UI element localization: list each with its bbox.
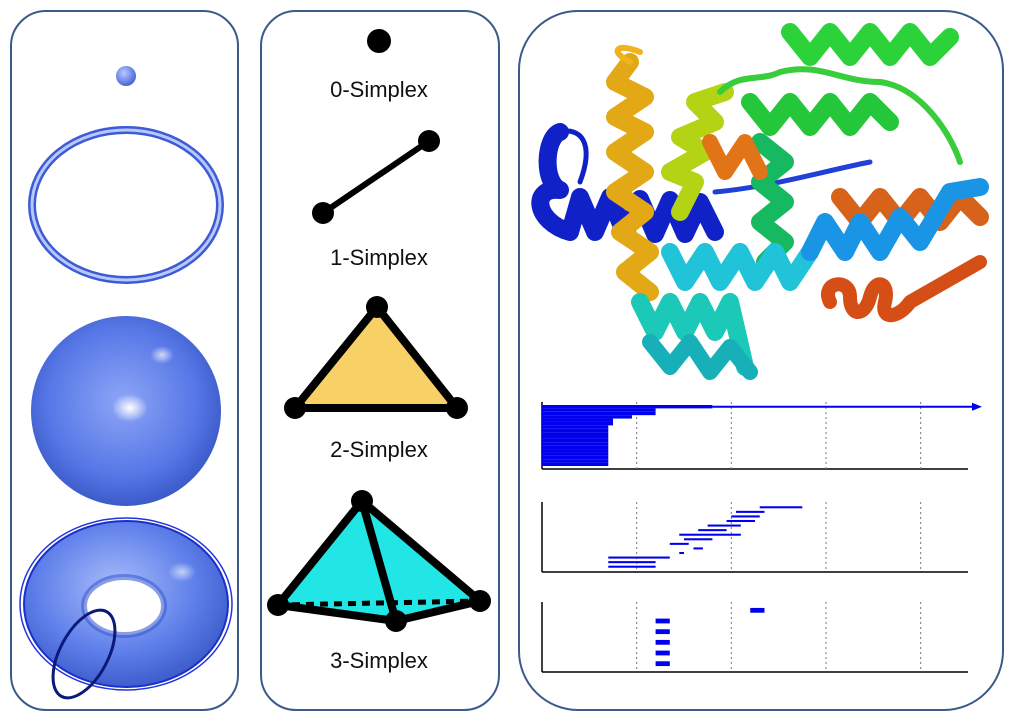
vertex-dot — [367, 29, 391, 53]
barcode-bar — [655, 639, 670, 645]
barcode-bar — [542, 462, 609, 466]
barcode-bar — [655, 618, 670, 624]
barcode-bar — [731, 515, 760, 518]
helix-yellowgreen — [661, 83, 734, 221]
barcode-bar — [542, 455, 609, 460]
shapes-panel — [10, 10, 239, 711]
barcode-bar — [608, 561, 656, 564]
protein-panel — [518, 10, 1004, 711]
barcode-bar — [750, 607, 765, 613]
barcode-bar — [542, 435, 609, 439]
loop-blue — [557, 128, 589, 185]
barcode-bar — [693, 547, 703, 550]
barcode-bar — [759, 506, 803, 509]
edge-simplex — [312, 130, 440, 224]
barcode-bar — [679, 533, 741, 536]
barcode-bar — [542, 405, 713, 409]
helix-orange — [702, 134, 768, 180]
point-shape — [116, 66, 136, 86]
simplex-0-label: 0-Simplex — [330, 77, 428, 102]
barcode-bar — [542, 442, 609, 446]
helix-gold — [606, 53, 659, 301]
barcode-bar — [707, 524, 741, 527]
torus-shape — [19, 517, 233, 700]
sphere-shape — [31, 316, 221, 506]
barcode-bar — [608, 556, 670, 559]
loop-gold — [614, 44, 643, 65]
barcode-bar — [679, 551, 684, 555]
tetrahedron-simplex — [267, 490, 491, 632]
barcode-bar — [542, 449, 609, 453]
barcode-bar — [542, 418, 613, 422]
barcode-bar — [542, 425, 609, 429]
barcode-bar — [542, 438, 609, 443]
persistence-barcodes — [541, 402, 982, 673]
simplex-1-label: 1-Simplex — [330, 245, 428, 270]
barcode-bar — [669, 542, 689, 545]
barcode-bar — [542, 415, 632, 419]
helix-lightblue — [801, 178, 989, 261]
triangle-simplex — [284, 296, 468, 419]
barcode-bar — [608, 565, 656, 568]
barcode-bar — [542, 445, 609, 450]
helix-teal-2 — [642, 334, 758, 380]
barcode-bar — [655, 629, 670, 635]
barcode-bar — [542, 452, 609, 456]
helix-green-vertical — [751, 133, 794, 271]
strand-blue — [712, 159, 873, 195]
simplex-2-label: 2-Simplex — [330, 437, 428, 462]
barcode-bar — [542, 428, 609, 433]
protein-structure — [531, 23, 989, 380]
infinite-bar-arrowhead — [972, 402, 982, 411]
circle-shape — [28, 126, 224, 284]
helix-green — [781, 23, 959, 66]
barcode-bar — [684, 538, 713, 541]
barcode-bar — [542, 432, 609, 436]
helix-cyan — [661, 243, 819, 291]
barcode-bar — [542, 459, 609, 463]
barcode-bar — [698, 529, 727, 532]
barcode-bar — [655, 650, 670, 656]
barcode-bar — [655, 661, 670, 667]
loop-green — [717, 66, 963, 165]
simplex-panel: 0-Simplex 1-Simplex 2-Simplex — [260, 10, 500, 711]
helix-orange-coil — [821, 255, 987, 323]
helix-green-2 — [741, 93, 899, 136]
simplices-illustration: 0-Simplex 1-Simplex 2-Simplex — [267, 29, 491, 673]
barcode-bar — [542, 408, 656, 412]
barcode-bar — [726, 519, 755, 523]
helix-teal — [631, 293, 754, 376]
barcode-bar — [736, 510, 765, 513]
barcode-bar — [542, 421, 613, 426]
shapes-illustration — [19, 66, 233, 700]
simplex-3-label: 3-Simplex — [330, 648, 428, 673]
barcode-bar — [542, 411, 656, 416]
